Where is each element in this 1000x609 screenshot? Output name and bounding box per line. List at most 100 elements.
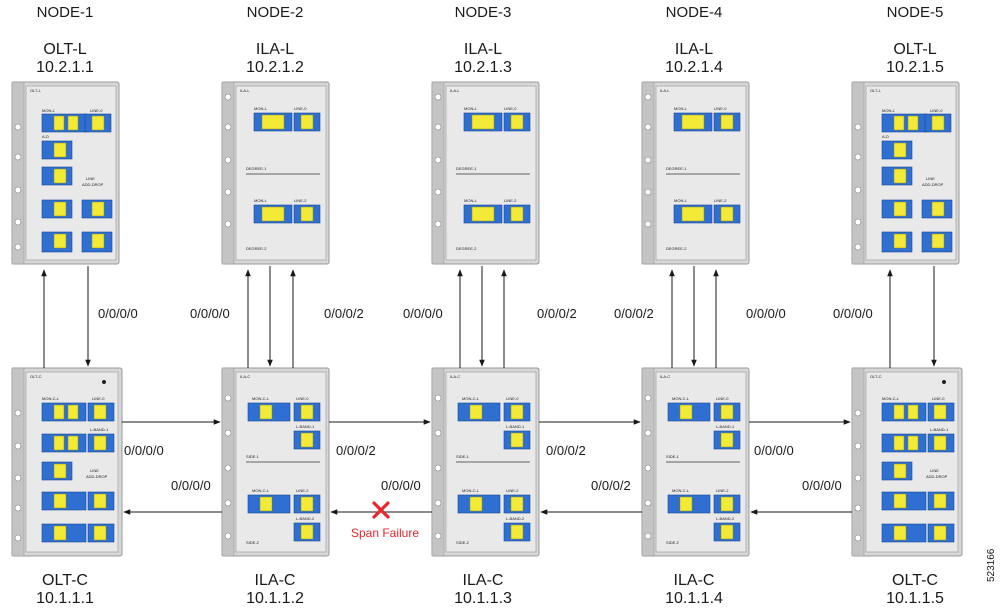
device-olt-c-node-1: OLT-C MON-C-L LINE-0 L-BAND-1 LINE ADD-D… bbox=[11, 367, 123, 557]
panel-line-2: LINE-2 bbox=[506, 488, 519, 493]
panel-side-2: SIDE-2 bbox=[246, 540, 260, 545]
device-ila-l-node-3: ILA-L MON-L LINE-0 DEGREE-1 MON-L LINE-2… bbox=[431, 81, 540, 265]
top-device-type-5: OLT-L bbox=[893, 41, 936, 58]
panel-mon: MON-C-L bbox=[882, 396, 900, 401]
panel-add-drop: ADD-DROP bbox=[926, 474, 948, 479]
node-title-2: NODE-2 bbox=[247, 4, 304, 21]
panel-header: ILA-C bbox=[660, 374, 670, 379]
panel-side-1: SIDE-1 bbox=[246, 454, 260, 459]
panel-header: OLT-C bbox=[30, 374, 42, 379]
panel-add-drop: ADD-DROP bbox=[922, 182, 944, 187]
panel-mon-2: MON-C-L bbox=[462, 488, 480, 493]
panel-side-2: SIDE-2 bbox=[666, 540, 680, 545]
port-label-h-n5-west: 0/0/0/0 bbox=[802, 478, 842, 493]
panel-side-1: SIDE-1 bbox=[456, 454, 470, 459]
device-ila-c-node-2: ILA-C MON-C-L LINE-0 L-BAND-1 SIDE-1 MON… bbox=[221, 367, 330, 557]
panel-line: LINE-0 bbox=[932, 396, 945, 401]
bottom-device-type-2: ILA-C bbox=[255, 572, 296, 589]
port-label-v-n1: 0/0/0/0 bbox=[98, 306, 138, 321]
panel-line: LINE-0 bbox=[930, 108, 943, 113]
top-device-ip-4: 10.2.1.4 bbox=[665, 59, 723, 76]
device-olt-l-node-5: OLT-L MON-L LINE-0 A-D LINE ADD-DROP bbox=[851, 81, 960, 265]
top-device-labels: OLT-L 10.2.1.1 ILA-L 10.2.1.2 ILA-L 10.2… bbox=[36, 41, 944, 76]
node-title-5: NODE-5 bbox=[887, 4, 944, 21]
port-label-v-n2-right: 0/0/0/2 bbox=[324, 306, 364, 321]
panel-header: OLT-L bbox=[30, 88, 42, 93]
device-ila-c-node-4: ILA-C MON-C-L LINE-0 L-BAND-1 SIDE-1 MON… bbox=[641, 367, 750, 557]
node-titles: NODE-1 NODE-2 NODE-3 NODE-4 NODE-5 bbox=[37, 4, 944, 21]
panel-line: LINE-0 bbox=[714, 106, 727, 111]
panel-mon: MON-L bbox=[42, 108, 56, 113]
panel-lband: L-BAND-1 bbox=[930, 427, 949, 432]
panel-lband-1: L-BAND-1 bbox=[716, 424, 735, 429]
top-device-ip-1: 10.2.1.1 bbox=[36, 59, 94, 76]
panel-mon-2: MON-L bbox=[464, 198, 478, 203]
bottom-device-ip-2: 10.1.1.2 bbox=[246, 590, 304, 607]
panel-mon: MON-L bbox=[464, 106, 478, 111]
top-device-type-2: ILA-L bbox=[256, 41, 294, 58]
port-label-h-n3-east: 0/0/0/2 bbox=[546, 443, 586, 458]
device-ila-c-node-3: ILA-C MON-C-L LINE-0 L-BAND-1 SIDE-1 MON… bbox=[431, 367, 540, 557]
panel-line: LINE-0 bbox=[294, 106, 307, 111]
panel-degree-2: DEGREE-2 bbox=[246, 246, 267, 251]
panel-line-add: LINE bbox=[930, 468, 939, 473]
port-label-h-n1-east: 0/0/0/0 bbox=[124, 443, 164, 458]
panel-lband-2: L-BAND-2 bbox=[716, 516, 735, 521]
panel-mon: MON-C-L bbox=[462, 396, 480, 401]
port-label-v-n3-left: 0/0/0/0 bbox=[403, 306, 443, 321]
bottom-device-labels: OLT-C 10.1.1.1 ILA-C 10.1.1.2 ILA-C 10.1… bbox=[36, 572, 944, 607]
port-label-h-n4-west: 0/0/0/2 bbox=[591, 478, 631, 493]
panel-lband-1: L-BAND-1 bbox=[296, 424, 315, 429]
bottom-device-ip-1: 10.1.1.1 bbox=[36, 590, 94, 607]
panel-header: OLT-C bbox=[870, 374, 882, 379]
panel-header: ILA-C bbox=[450, 374, 460, 379]
figure-id: 523166 bbox=[986, 548, 997, 582]
vertical-port-labels: 0/0/0/0 0/0/0/0 0/0/0/2 0/0/0/0 0/0/0/2 … bbox=[98, 306, 873, 321]
top-device-type-1: OLT-L bbox=[43, 41, 86, 58]
device-olt-l-node-1: OLT-L MON-L LINE-0 A-D LINE ADD-DROP bbox=[11, 81, 120, 265]
port-label-v-n3-right: 0/0/0/2 bbox=[537, 306, 577, 321]
top-device-ip-3: 10.2.1.3 bbox=[454, 59, 512, 76]
panel-side-1: SIDE-1 bbox=[666, 454, 680, 459]
panel-mon: MON-C-L bbox=[252, 396, 270, 401]
port-label-h-n4-east: 0/0/0/0 bbox=[754, 443, 794, 458]
panel-mon-2: MON-C-L bbox=[672, 488, 690, 493]
port-label-v-n4-right: 0/0/0/0 bbox=[746, 306, 786, 321]
panel-line-add: LINE bbox=[86, 176, 95, 181]
panel-header: ILA-L bbox=[450, 88, 460, 93]
bottom-device-ip-3: 10.1.1.3 bbox=[454, 590, 512, 607]
bottom-device-type-5: OLT-C bbox=[892, 572, 938, 589]
port-label-v-n5: 0/0/0/0 bbox=[833, 306, 873, 321]
panel-degree-2: DEGREE-2 bbox=[666, 246, 687, 251]
panel-degree-2: DEGREE-2 bbox=[456, 246, 477, 251]
panel-mon: MON-C-L bbox=[672, 396, 690, 401]
panel-degree-1: DEGREE-1 bbox=[246, 166, 267, 171]
panel-line-2: LINE-2 bbox=[716, 488, 729, 493]
panel-lband-2: L-BAND-2 bbox=[506, 516, 525, 521]
panel-line: LINE-0 bbox=[296, 396, 309, 401]
panel-mon-2: MON-L bbox=[674, 198, 688, 203]
node-title-4: NODE-4 bbox=[666, 4, 723, 21]
panel-line-add: LINE bbox=[90, 468, 99, 473]
panel-line-add: LINE bbox=[926, 176, 935, 181]
top-device-ip-2: 10.2.1.2 bbox=[246, 59, 304, 76]
device-ila-l-node-4: ILA-L MON-L LINE-0 DEGREE-1 MON-L LINE-2… bbox=[641, 81, 750, 265]
panel-mon: MON-L bbox=[674, 106, 688, 111]
panel-line: LINE-0 bbox=[506, 396, 519, 401]
panel-mon-2: MON-C-L bbox=[252, 488, 270, 493]
panel-line-2: LINE-2 bbox=[296, 488, 309, 493]
panel-add-drop: ADD-DROP bbox=[86, 474, 108, 479]
panel-lband-1: L-BAND-1 bbox=[506, 424, 525, 429]
panel-header: ILA-L bbox=[240, 88, 250, 93]
span-failure: Span Failure bbox=[351, 501, 419, 540]
node-title-1: NODE-1 bbox=[37, 4, 94, 21]
panel-line-2: LINE-2 bbox=[294, 198, 307, 203]
panel-ad: A-D bbox=[42, 134, 49, 139]
port-label-v-n2-left: 0/0/0/0 bbox=[190, 306, 230, 321]
panel-line: LINE-0 bbox=[90, 108, 103, 113]
panel-mon: MON-L bbox=[254, 106, 268, 111]
panel-lband: L-BAND-1 bbox=[90, 427, 109, 432]
port-label-h-n3-west: 0/0/0/0 bbox=[381, 478, 421, 493]
panel-header: ILA-L bbox=[660, 88, 670, 93]
